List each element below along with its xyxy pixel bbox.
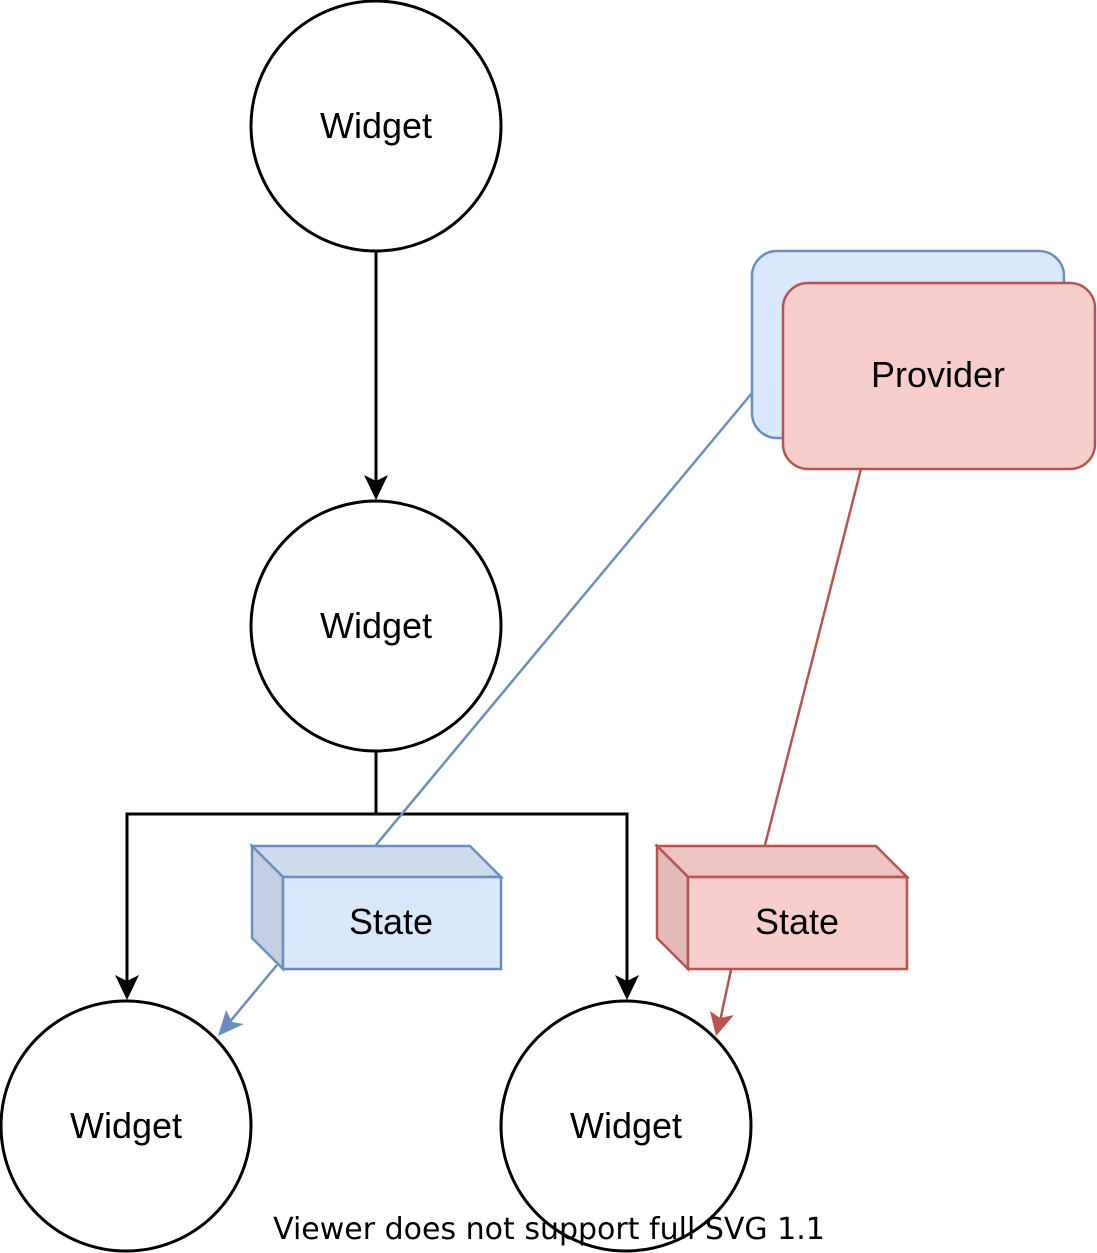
state-blue[interactable]: State	[248, 842, 505, 973]
state-red[interactable]: State	[653, 842, 911, 973]
widget-middle-label: Widget	[320, 605, 432, 646]
widget-top[interactable]: Widget	[249, 0, 503, 253]
state-red-label: State	[755, 901, 839, 942]
provider-front-card	[781, 281, 1097, 471]
edge-state-red-arrowhead	[710, 1011, 734, 1036]
widget-bottom-left[interactable]: Widget	[0, 999, 253, 1253]
edge-state-red-to-widget	[718, 969, 733, 1022]
edge-state-blue-arrowhead	[218, 1010, 244, 1036]
widget-middle[interactable]: Widget	[249, 499, 503, 753]
state-blue-top-face	[248, 844, 505, 879]
widget-bottom-right[interactable]: Widget	[499, 999, 753, 1253]
edge-state-blue-to-widget	[227, 964, 278, 1025]
edge-middle-to-bottom-right	[376, 812, 629, 988]
widget-bottom-left-label: Widget	[70, 1105, 182, 1146]
edge-middle-to-bottom-left-arrowhead	[115, 975, 139, 1000]
widget-edges	[115, 251, 639, 1000]
provider-edges	[218, 392, 863, 1036]
provider-label: Provider	[871, 354, 1005, 395]
state-red-front-face	[686, 875, 909, 971]
edge-middle-to-bottom-left	[125, 751, 378, 988]
state-blue-label: State	[349, 901, 433, 942]
state-red-top-face	[653, 844, 911, 879]
edge-provider-blue-to-state	[375, 392, 753, 846]
widget-bottom-right-label: Widget	[570, 1105, 682, 1146]
widget-top-label: Widget	[320, 105, 432, 146]
viewer-support-note: Viewer does not support full SVG 1.1	[273, 1212, 825, 1247]
edge-top-to-middle-arrowhead	[364, 475, 388, 500]
edge-middle-to-bottom-right-arrowhead	[615, 975, 639, 1000]
provider[interactable]: Provider	[750, 249, 1097, 471]
state-blue-front-face	[281, 875, 503, 971]
edge-provider-red-to-state	[763, 468, 863, 846]
